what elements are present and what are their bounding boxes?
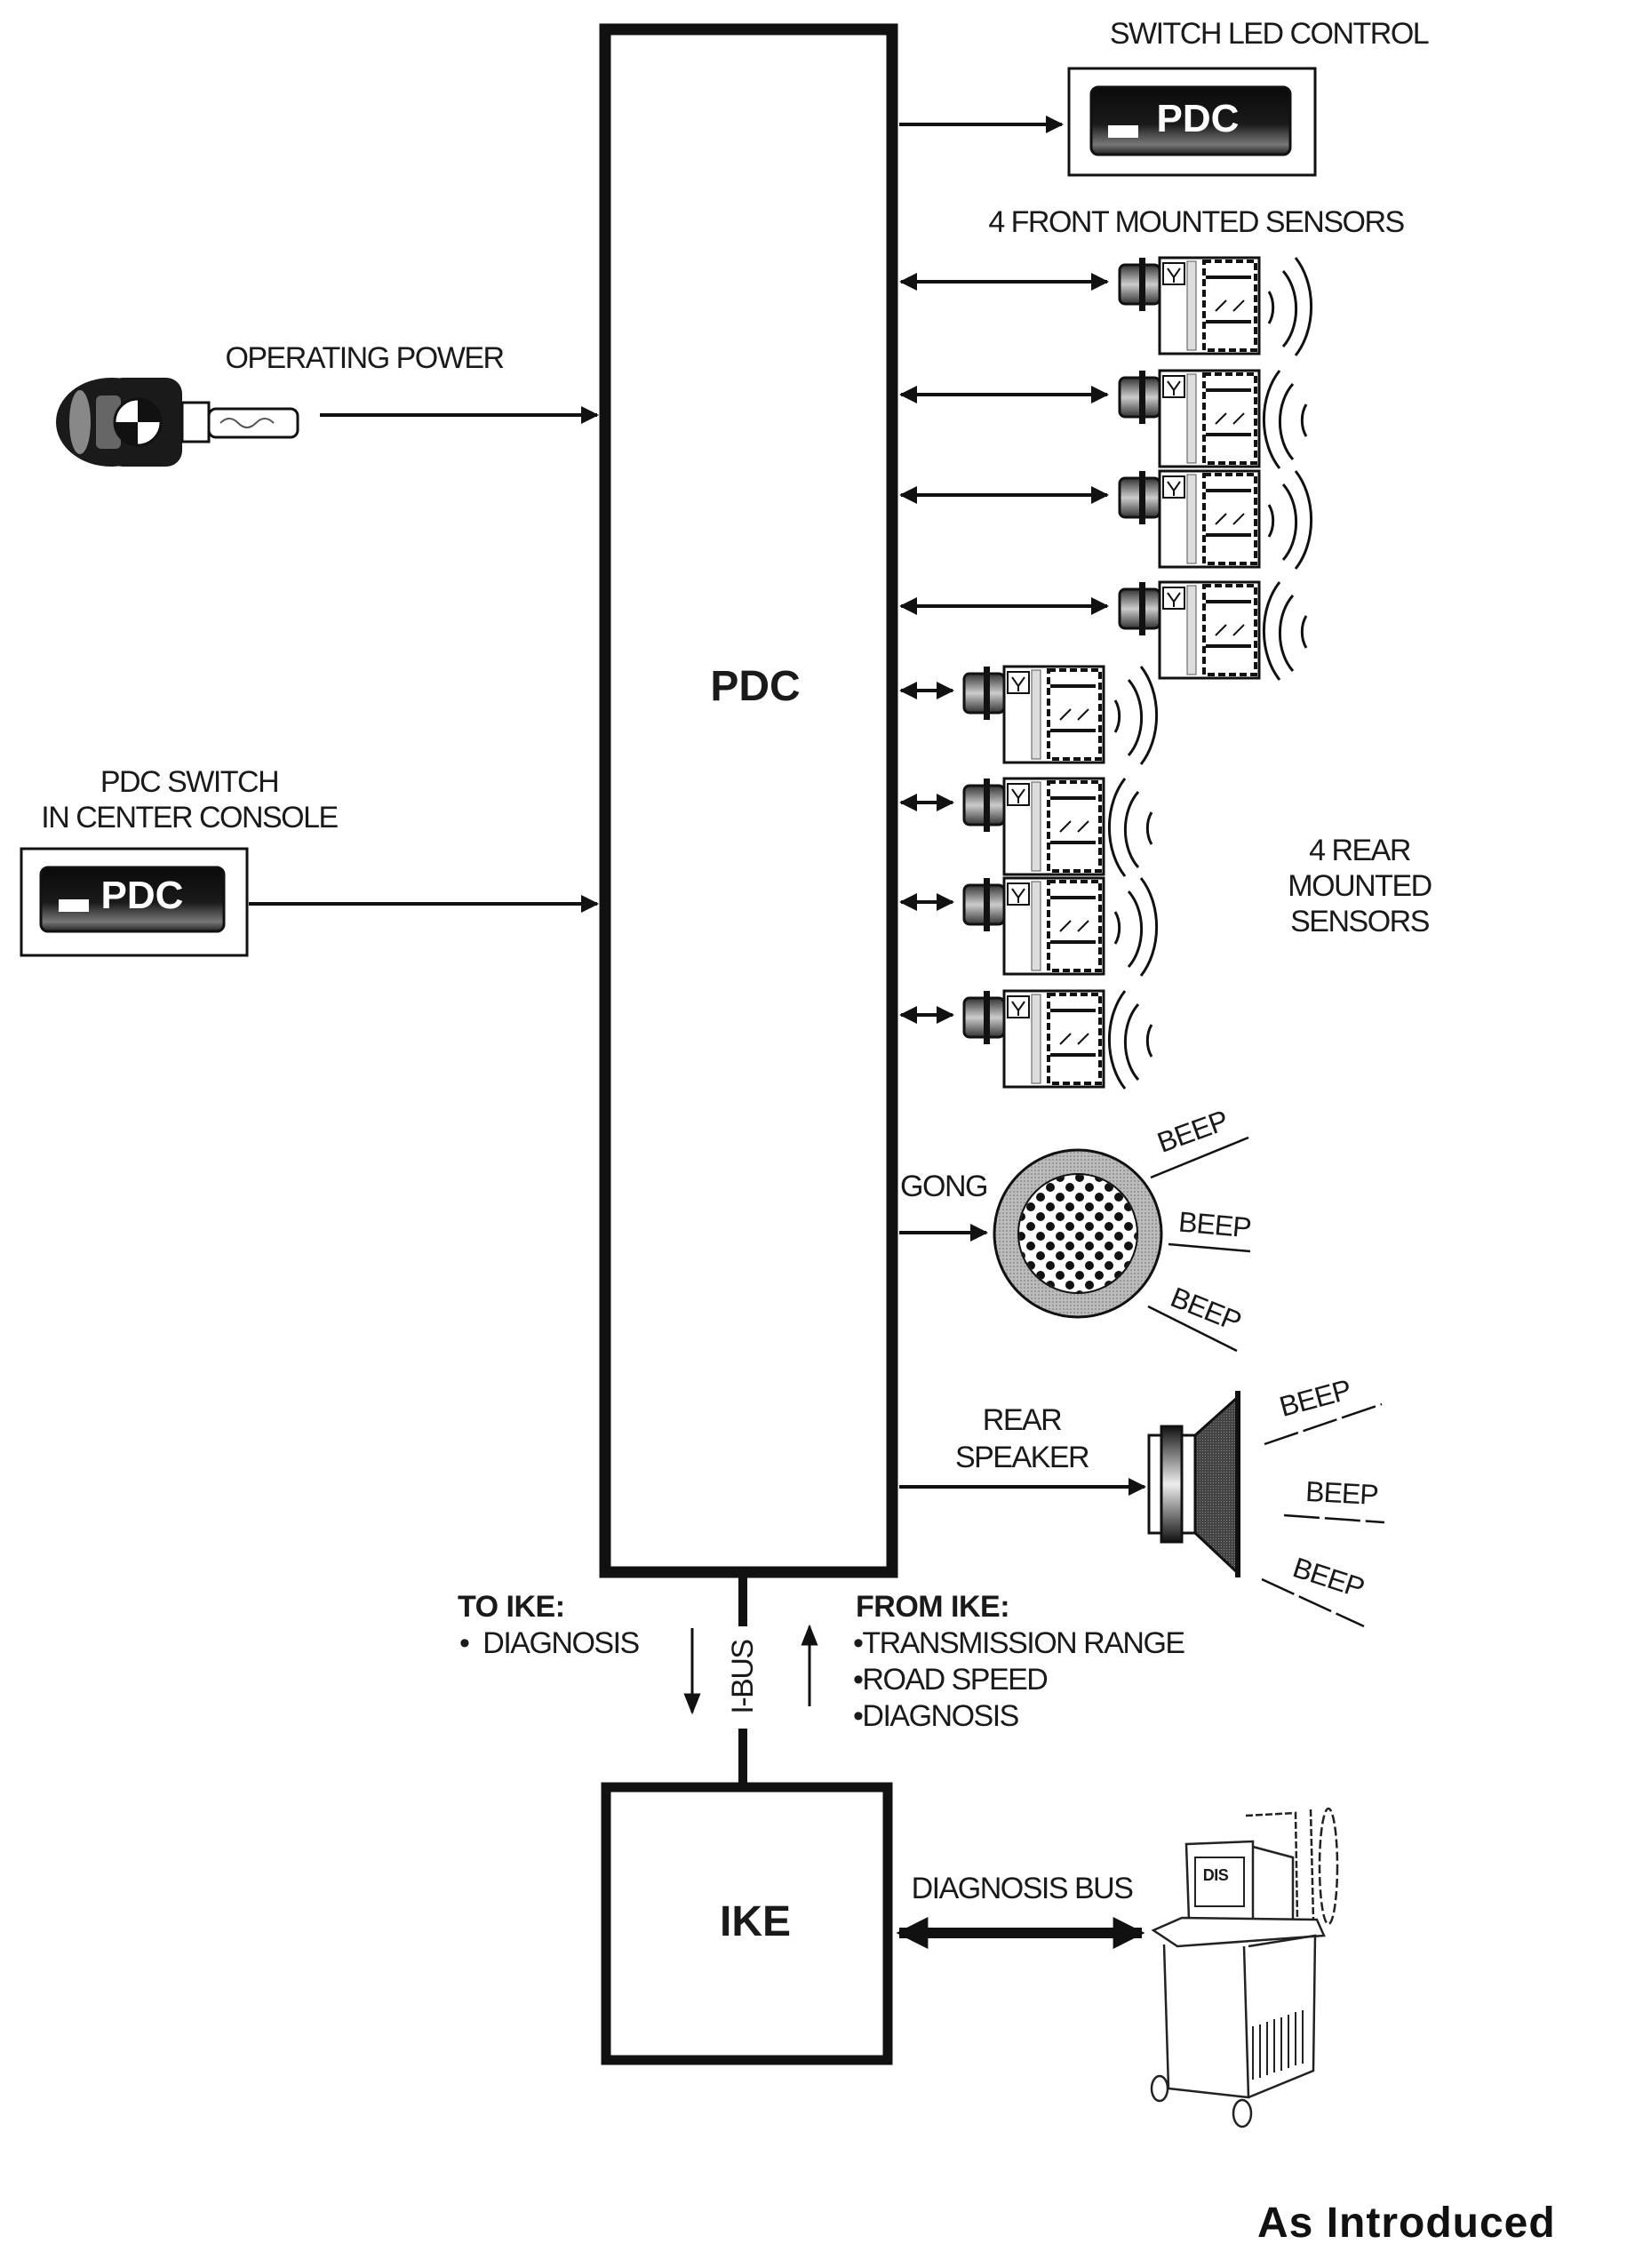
to-ike-item-text: DIAGNOSIS <box>483 1626 640 1660</box>
from-ike-item-text: DIAGNOSIS <box>862 1699 1019 1733</box>
i-bus-label: I-BUS <box>726 1640 760 1714</box>
from-ike-item-text: ROAD SPEED <box>862 1663 1048 1697</box>
pdc-switch-label-line2: IN CENTER CONSOLE <box>41 801 339 835</box>
rear-speaker-label-line1: REAR <box>982 1403 1063 1437</box>
switch-led-control-label: SWITCH LED CONTROL <box>1109 17 1430 51</box>
rear-speaker-label-line2: SPEAKER <box>954 1441 1090 1474</box>
pdc-switch-icon <box>20 847 249 957</box>
diagnosis-bus-label: DIAGNOSIS BUS <box>911 1872 1134 1905</box>
front-sensor-4 <box>899 580 1308 681</box>
from-ike-item-1: •TRANSMISSION RANGE <box>853 1626 1185 1660</box>
rear-sensor-group <box>899 665 1159 1090</box>
car-key-icon <box>56 378 299 467</box>
front-sensor-3 <box>899 469 1313 570</box>
switch-led-icon <box>1067 67 1317 177</box>
to-ike-item: • DIAGNOSIS <box>459 1626 640 1660</box>
rear-sensor-4 <box>899 989 1153 1090</box>
front-sensor-group <box>899 256 1313 681</box>
front-sensor-2 <box>899 369 1308 469</box>
dis-screen-label: DIS <box>1202 1866 1229 1884</box>
pdc-switch-label-line1: PDC SWITCH <box>100 765 280 799</box>
rear-sensors-label-line1: 4 REAR <box>1309 834 1411 867</box>
gong-beep-lines <box>1147 1136 1251 1353</box>
pdc-module-box <box>599 23 898 1578</box>
from-ike-title: FROM IKE: <box>856 1590 1010 1624</box>
dis-tester-icon <box>1150 1807 1339 2128</box>
gong-beep-2: BEEP <box>1176 1205 1253 1244</box>
ike-module-box <box>601 1782 893 2065</box>
gong-icon <box>993 1148 1163 1319</box>
ike-module-label: IKE <box>719 1898 792 1945</box>
switch-led-button-text: PDC <box>1156 97 1240 140</box>
rear-sensor-1 <box>899 665 1159 765</box>
pdc-switch-button-text: PDC <box>100 874 184 917</box>
to-ike-title: TO IKE: <box>458 1590 565 1624</box>
pdc-module-label: PDC <box>710 663 801 710</box>
speaker-beep-lines <box>1261 1402 1385 1628</box>
rear-sensor-2 <box>899 777 1153 877</box>
from-ike-item-3: •DIAGNOSIS <box>853 1699 1019 1733</box>
from-ike-item-text: TRANSMISSION RANGE <box>862 1626 1185 1660</box>
rear-sensors-label-line3: SENSORS <box>1290 905 1430 938</box>
front-sensors-label: 4 FRONT MOUNTED SENSORS <box>988 205 1405 239</box>
front-sensor-1 <box>899 256 1313 356</box>
operating-power-label: OPERATING POWER <box>225 341 505 375</box>
rear-sensors-label-line2: MOUNTED <box>1288 869 1432 903</box>
footer-as-introduced: As Introduced <box>1257 2200 1556 2247</box>
rear-sensor-3 <box>899 876 1159 977</box>
speaker-icon <box>1147 1391 1240 1577</box>
gong-label: GONG <box>900 1170 988 1203</box>
speaker-beep-2: BEEP <box>1304 1474 1379 1512</box>
from-ike-item-2: •ROAD SPEED <box>853 1663 1049 1697</box>
